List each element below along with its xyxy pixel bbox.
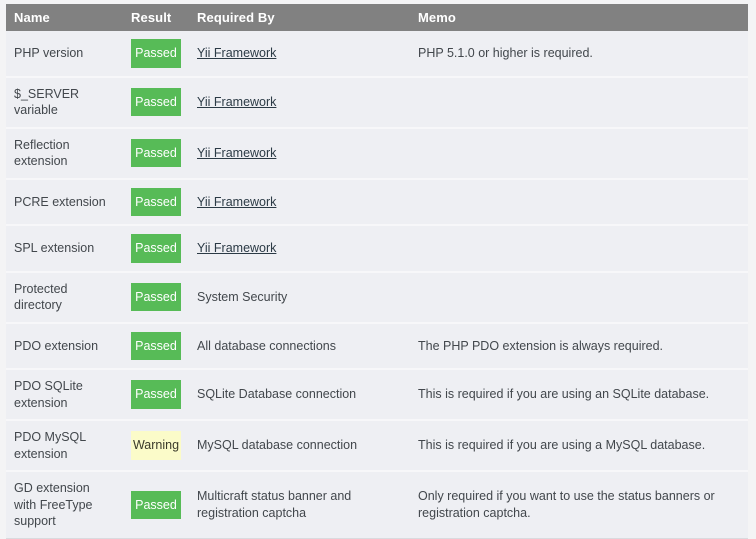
requirement-name: PDO SQLite extension (6, 369, 123, 421)
status-badge: Passed (131, 234, 181, 263)
result-cell: Passed (123, 322, 189, 370)
memo-cell: Only required if you want to use the sta… (410, 471, 748, 539)
required-by-text: MySQL database connection (197, 438, 358, 453)
column-header-required-by: Required By (189, 4, 410, 31)
status-badge: Passed (131, 490, 181, 519)
status-badge: Passed (131, 282, 181, 312)
status-badge: Passed (131, 187, 181, 216)
status-badge: Passed (131, 331, 181, 360)
required-by-text: All database connections (197, 338, 336, 353)
required-by-link[interactable]: Yii Framework (197, 46, 277, 60)
table-row: PDO extension Passed All database connecti… (6, 322, 748, 370)
required-by-cell: Yii Framework (189, 225, 410, 273)
table-row: GD extension with FreeType support Passed… (6, 471, 748, 539)
column-header-memo: Memo (410, 4, 748, 31)
memo-cell (410, 76, 748, 129)
required-by-cell: Multicraft status banner and registratio… (189, 471, 410, 539)
memo-cell: PHP 5.1.0 or higher is required. (410, 31, 748, 78)
required-by-text: System Security (197, 289, 288, 304)
status-badge: Passed (131, 87, 181, 117)
required-by-cell: Yii Framework (189, 76, 410, 129)
required-by-cell: All database connections (189, 322, 410, 370)
memo-cell (410, 225, 748, 273)
required-by-link[interactable]: Yii Framework (197, 194, 277, 209)
table-row: PCRE extension Passed Yii Framework (6, 178, 748, 226)
required-by-cell: Yii Framework (189, 178, 410, 226)
required-by-cell: System Security (189, 271, 410, 324)
requirement-name: PDO extension (6, 322, 123, 370)
table-row: PDO SQLite extension Passed SQLite Databas… (6, 369, 748, 421)
memo-cell: This is required if you are using an SQL… (410, 369, 748, 421)
requirement-name: PHP version (6, 31, 123, 78)
result-cell: Passed (123, 31, 189, 78)
requirement-name: Protected directory (6, 271, 123, 324)
result-cell: Passed (123, 225, 189, 273)
required-by-link[interactable]: Yii Framework (197, 145, 277, 160)
result-cell: Passed (123, 369, 189, 421)
requirement-name: $_SERVER variable (6, 76, 123, 129)
result-cell: Passed (123, 471, 189, 539)
requirement-name: GD extension with FreeType support (6, 471, 123, 539)
table-row: Reflection extension Passed Yii Framework (6, 127, 748, 180)
memo-cell (410, 271, 748, 324)
requirements-table: Name Result Required By Memo PHP version… (6, 4, 748, 539)
requirement-name: Reflection extension (6, 127, 123, 180)
column-header-name: Name (6, 4, 123, 31)
table-row: $_SERVER variable Passed Yii Framework (6, 76, 748, 129)
result-cell: Passed (123, 127, 189, 180)
memo-cell: The PHP PDO extension is always required… (410, 322, 748, 370)
required-by-text: Multicraft status banner and registratio… (197, 489, 352, 520)
required-by-text: SQLite Database connection (197, 387, 357, 402)
required-by-cell: Yii Framework (189, 127, 410, 180)
memo-cell (410, 178, 748, 226)
required-by-link[interactable]: Yii Framework (197, 94, 277, 109)
table-row: SPL extension Passed Yii Framework (6, 225, 748, 273)
required-by-link[interactable]: Yii Framework (197, 241, 277, 255)
required-by-cell: Yii Framework (189, 31, 410, 78)
memo-cell (410, 127, 748, 180)
result-cell: Passed (123, 76, 189, 129)
status-badge: Passed (131, 380, 181, 409)
table-row: Protected directory Passed System Security (6, 271, 748, 324)
column-header-result: Result (123, 4, 189, 31)
requirement-name: SPL extension (6, 225, 123, 273)
required-by-cell: SQLite Database connection (189, 369, 410, 421)
requirement-name: PCRE extension (6, 178, 123, 226)
requirements-checker-panel: Name Result Required By Memo PHP version… (6, 4, 748, 539)
status-badge: Passed (131, 39, 181, 68)
table-header: Name Result Required By Memo (6, 4, 748, 31)
table-row: PHP version Passed Yii Framework PHP 5.1.0 … (6, 31, 748, 78)
table-header-row: Name Result Required By Memo (6, 4, 748, 31)
result-cell: Passed (123, 178, 189, 226)
result-cell: Passed (123, 271, 189, 324)
status-badge: Passed (131, 138, 181, 168)
